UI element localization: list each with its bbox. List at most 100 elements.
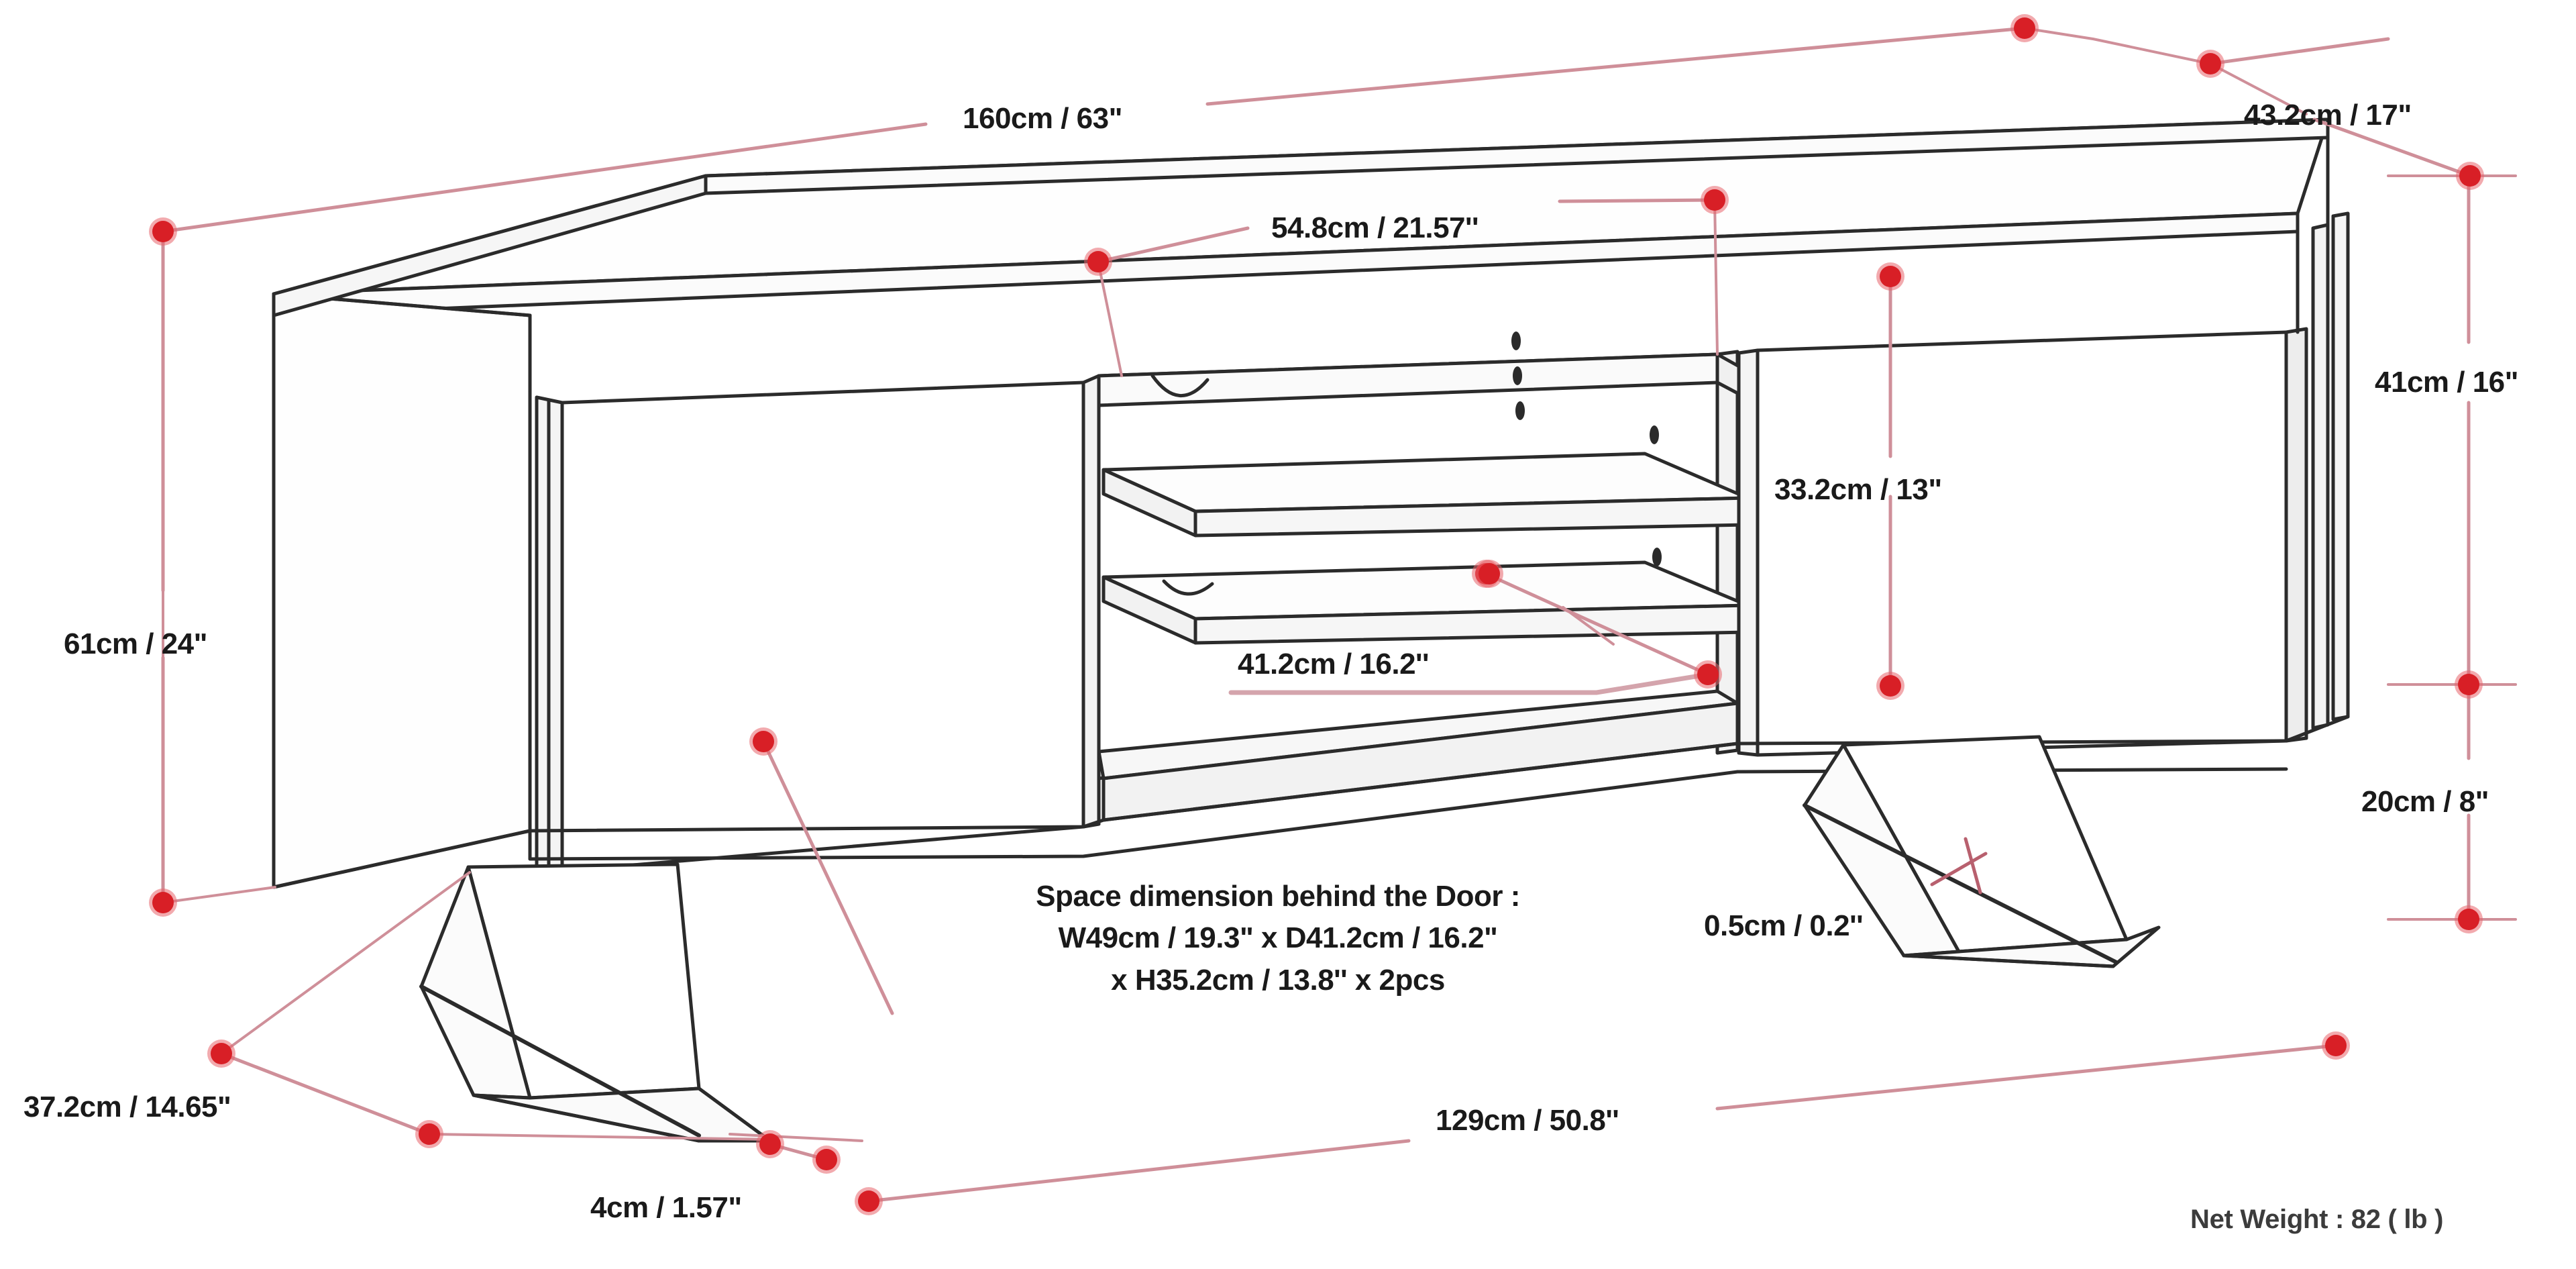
m-top-depth-a-marker (2196, 50, 2224, 78)
marker-dot (1087, 251, 1109, 272)
lower-shelf-notch-handle (1162, 579, 1214, 596)
m-legspan-right-marker (2322, 1031, 2350, 1060)
leader-depth (2208, 37, 2472, 178)
panel-thickness-label: 0.5cm / 0.2'' (1704, 909, 1864, 942)
marker-dot (2458, 909, 2479, 930)
center-left-divider (1081, 374, 1101, 829)
left-leg-foot (697, 1086, 772, 1143)
leg-depth-label: 37.2cm / 14.65" (23, 1090, 231, 1123)
left-leg-brace-2 (472, 1093, 701, 1143)
m-door-pointer-marker (749, 727, 777, 756)
marker-dot (152, 892, 174, 913)
cable-hole-5 (1652, 548, 1662, 566)
marker-dot (753, 731, 774, 752)
right-door-left-edge (1737, 348, 1760, 757)
leader-thickness-tick (1964, 837, 1982, 895)
cabinet-right-side-strip-a (2284, 327, 2308, 743)
right-door-panel (1756, 330, 2288, 757)
marker-dot (2458, 674, 2479, 695)
m-door-top-marker (1876, 262, 1904, 291)
overall-height-label: 61cm / 24" (64, 627, 208, 660)
right-leg-brace-2 (1902, 954, 2115, 968)
ext-leg-depth-a (220, 871, 471, 1055)
cable-hole-4 (1650, 425, 1659, 444)
ext-center-left (1097, 260, 1123, 377)
leader-leg-depth (219, 1052, 431, 1136)
leader-overall-width (161, 26, 2027, 234)
m-top-width-right-marker (2010, 14, 2039, 42)
center-section-width-label: 54.8cm / 21.57'' (1271, 211, 1479, 244)
space-behind-door-note: Space dimension behind the Door : W49cm /… (1036, 876, 1520, 1001)
leader-shelf-tick (1562, 606, 1615, 646)
ext-top-right-a (2092, 38, 2212, 65)
cable-hole-3 (1515, 401, 1525, 420)
marker-dot (2325, 1035, 2347, 1056)
m-center-right-marker (1701, 186, 1729, 214)
marker-dot (858, 1190, 879, 1212)
marker-dot (1880, 675, 1901, 697)
marker-dot (1479, 563, 1500, 585)
m-legthick-b-marker (812, 1146, 841, 1174)
ext-leg-depth-b (428, 1133, 773, 1141)
cable-hole-1 (1511, 332, 1521, 350)
leader-shelf-depth-2 (1228, 672, 1711, 695)
leader-thickness (1930, 852, 1988, 886)
overall-width-label: 160cm / 63" (963, 102, 1122, 135)
upper-shelf-notch-handle (1150, 374, 1210, 398)
note-line-1: Space dimension behind the Door : (1036, 880, 1520, 913)
m-height-right-b-marker (2455, 905, 2483, 933)
m-legdepth-a-marker (207, 1039, 235, 1068)
note-line-2: W49cm / 19.3" x D41.2cm / 16.2" (1058, 921, 1498, 955)
m-shelf-right-marker (1694, 660, 1722, 689)
right-leg-brace (1803, 803, 2118, 964)
leader-leg-span (867, 1044, 2338, 1203)
m-center-left-marker (1084, 248, 1112, 276)
leader-door-note (761, 740, 894, 1015)
cabinet-left-top-bevel (272, 174, 708, 317)
cabinet-right-side-strip-b (2311, 223, 2330, 730)
cabinet-right-side-strip-c (2331, 211, 2350, 721)
left-door-panel (560, 380, 1085, 873)
marker-dot (419, 1123, 440, 1145)
m-legthick-a-marker (756, 1130, 784, 1158)
dimension-leader-lines (161, 26, 2517, 1203)
door-height-label: 33.2cm / 13" (1774, 473, 1942, 506)
leader-center-width (1096, 198, 1717, 264)
ext-center-right (1713, 199, 1719, 356)
marker-dot (759, 1133, 781, 1155)
m-legspan-left-marker (855, 1187, 883, 1215)
note-line-3: x H35.2cm / 13.8'' x 2pcs (1111, 963, 1445, 997)
leader-shelf-depth (1484, 572, 1710, 676)
marker-dot (816, 1149, 837, 1170)
ext-overall-height-bot (162, 886, 276, 904)
ext-depth (2209, 62, 2308, 115)
cabinet-left-side-panel (272, 292, 532, 889)
m-top-width-left-marker (149, 217, 177, 246)
leg-span-label: 129cm / 50.8'' (1436, 1104, 1619, 1137)
marker-dot (211, 1043, 232, 1064)
m-legdepth-b-marker (415, 1120, 443, 1148)
m-door-bottom-marker (1876, 672, 1904, 700)
marker-dot (152, 221, 174, 242)
cabinet-left-bottom (272, 829, 532, 889)
cabinet-right-bottom (2284, 715, 2350, 743)
cabinet-height-label: 41cm / 16" (2375, 366, 2519, 399)
marker-dot (2200, 53, 2221, 74)
leg-height-label: 20cm / 8" (2361, 785, 2489, 818)
ext-leg-thickness (729, 1133, 863, 1142)
marker-dot (1880, 266, 1901, 287)
net-weight-label: Net Weight : 82 ( lb ) (2190, 1205, 2444, 1234)
overall-depth-label: 43.2cm / 17" (2244, 99, 2412, 132)
cabinet-outline (272, 117, 2350, 1143)
leg-thickness-label: 4cm / 1.57" (590, 1191, 742, 1224)
m-height-top-left-marker (149, 889, 177, 917)
cable-hole-2 (1513, 366, 1522, 385)
marker-dot (1704, 189, 1725, 211)
marker-dot (2014, 17, 2035, 39)
marker-dot (1697, 664, 1719, 685)
marker-dot (2459, 165, 2481, 187)
m-height-right-a-marker (2455, 670, 2483, 699)
shelf-depth-label: 41.2cm / 16.2'' (1238, 648, 1429, 680)
